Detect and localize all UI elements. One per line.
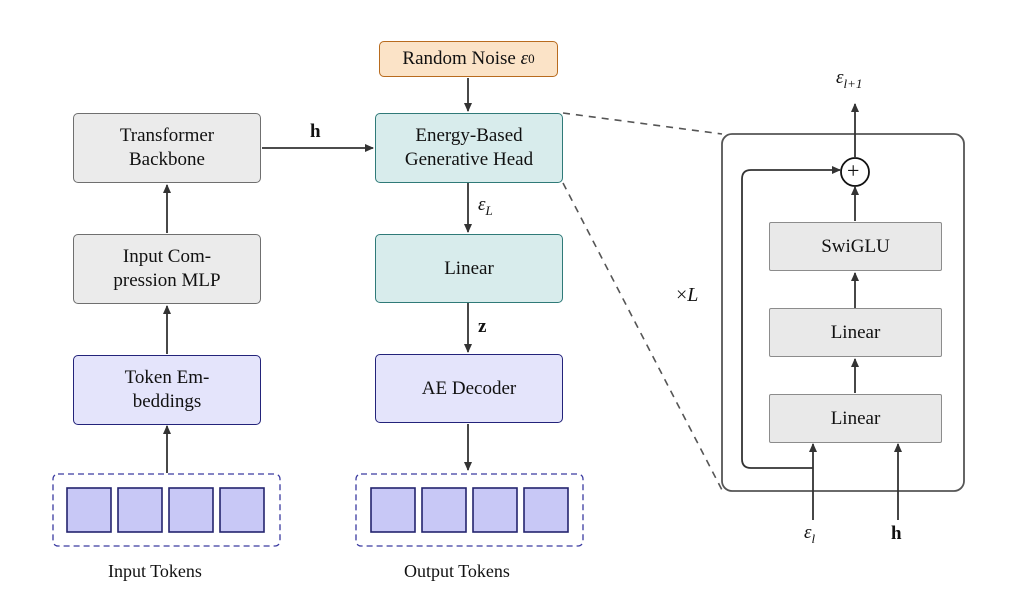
input-token-square	[66, 487, 112, 533]
input-tokens-label: Input Tokens	[108, 561, 202, 581]
output-tokens-label: Output Tokens	[404, 561, 510, 581]
input-token-square	[168, 487, 214, 533]
token-embeddings-box: Token Em- beddings	[73, 355, 261, 425]
output-token-square	[523, 487, 569, 533]
repeat-label: ×L	[676, 284, 698, 307]
detail-panel	[721, 133, 965, 492]
input-compression-box: Input Com- pression MLP	[73, 234, 261, 304]
generative-head-box: Energy-Based Generative Head	[375, 113, 563, 183]
edge-label-eps-l: εL	[478, 194, 493, 219]
input-token-square	[219, 487, 265, 533]
linear-box: Linear	[375, 234, 563, 303]
edge-label-h: h	[310, 121, 321, 142]
edge-label-z: z	[478, 316, 487, 337]
input-eps-sub: l	[811, 530, 816, 546]
zoom-line-bottom	[562, 182, 723, 491]
output-token-square	[472, 487, 518, 533]
transformer-backbone-box: Transformer Backbone	[73, 113, 261, 183]
output-eps-sub: l+1	[843, 75, 863, 91]
output-token-square	[370, 487, 416, 533]
plus-symbol: +	[847, 158, 860, 183]
residual-connection	[741, 166, 841, 469]
input-eps-symbol: ε	[804, 522, 812, 543]
noise-epsilon-sub: 0	[528, 51, 535, 66]
output-eps-symbol: ε	[836, 67, 844, 88]
repeat-symbol: L	[687, 284, 699, 306]
input-h-label: h	[891, 523, 902, 544]
output-eps-label: εl+1	[836, 67, 862, 92]
noise-epsilon-symbol: ε	[520, 48, 529, 69]
output-token-square	[421, 487, 467, 533]
repeat-prefix: ×	[676, 284, 688, 306]
ae-decoder-box: AE Decoder	[375, 354, 563, 423]
detail-linear-top-box: Linear	[769, 308, 942, 357]
eps-l-symbol: ε	[478, 194, 486, 215]
swiglu-box: SwiGLU	[769, 222, 942, 271]
input-eps-label: εl	[804, 522, 815, 547]
detail-linear-bottom-box: Linear	[769, 394, 942, 443]
random-noise-label: Random Noise	[402, 48, 521, 69]
plus-circle	[840, 157, 870, 187]
eps-l-sub: L	[485, 202, 493, 218]
zoom-line-top	[562, 112, 723, 135]
output-tokens-container	[355, 473, 584, 547]
input-token-square	[117, 487, 163, 533]
input-tokens-container	[52, 473, 281, 547]
